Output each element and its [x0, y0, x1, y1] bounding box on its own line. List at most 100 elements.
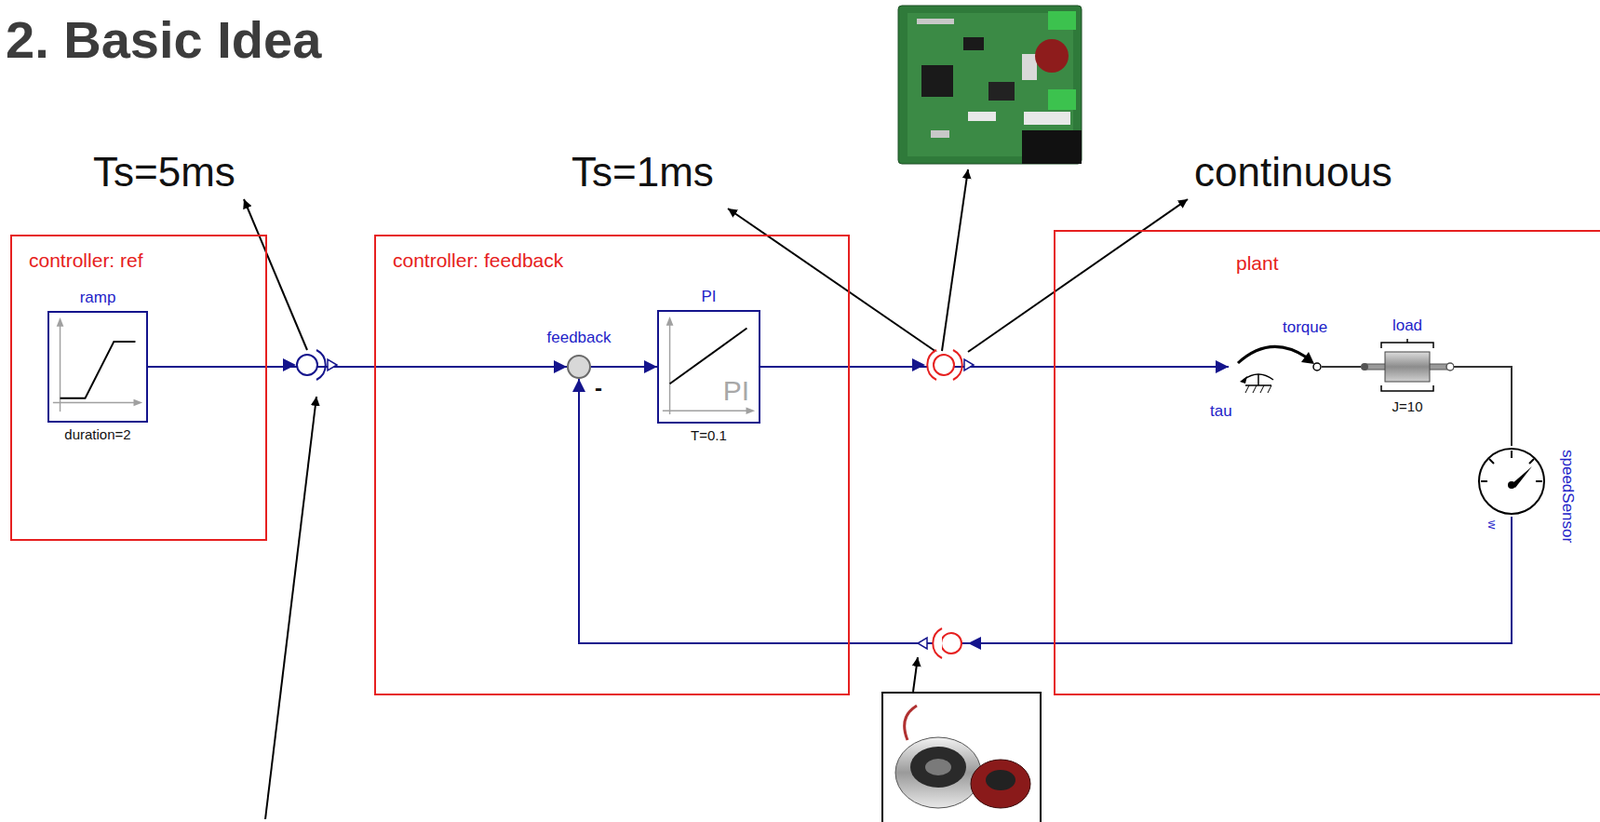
pi-block-art: [666, 316, 674, 326]
block-name: controller: ref: [28, 249, 144, 272]
illustration-part: [910, 746, 967, 788]
speed-sensor-art: [1510, 450, 1513, 458]
illustration-part: [895, 737, 982, 808]
torque-source-art: [1228, 338, 1322, 395]
illustration-part: [963, 37, 984, 51]
ramp-block-art: [56, 317, 65, 327]
illustration-part: [898, 5, 1082, 164]
signal-connector: [1321, 366, 1361, 368]
block-parameter: PI: [723, 375, 750, 408]
illustration-part: [968, 636, 982, 650]
illustration-part: [1048, 89, 1076, 110]
illustration-part: [912, 358, 926, 372]
illustration-part: [985, 769, 1016, 791]
sample-coupling: [912, 349, 974, 380]
illustration-part: [964, 359, 974, 371]
block-name: controller: feedback: [392, 249, 564, 272]
illustration-part: [282, 358, 296, 372]
connector-line: [1453, 366, 1512, 446]
block-parameter: T=0.1: [690, 427, 727, 444]
illustration-part: [1023, 111, 1071, 125]
torque-source-art: [1267, 385, 1272, 393]
illustration-part: [1048, 11, 1076, 30]
ramp-block-art: [53, 402, 136, 404]
torque-source-art: [1301, 351, 1315, 364]
illustration-part: [316, 349, 326, 380]
arrow-head: [644, 360, 658, 374]
connector-line: [760, 365, 1229, 368]
signal-connector: [1453, 366, 1512, 446]
arrow-head: [572, 378, 586, 392]
illustration-part: [1035, 39, 1069, 73]
torque-source-art: [1239, 376, 1248, 384]
block-parameter: w: [1484, 520, 1499, 529]
torque-source-art: [1260, 385, 1264, 393]
block-name: load: [1392, 316, 1423, 336]
speed-sensor-art: [1478, 448, 1545, 514]
subsystem-box: controller: feedbackfeedback-PIPIT=0.1: [374, 234, 850, 696]
illustration-part: [1021, 130, 1082, 164]
speed-sensor-art: [1480, 480, 1488, 483]
block-name: torque: [1282, 318, 1328, 337]
block-parameter: tau: [1210, 402, 1233, 421]
arrow-head: [553, 360, 567, 374]
speed-sensor-art: [1476, 445, 1547, 517]
illustration-part: [296, 354, 318, 376]
pi-block: PIPIT=0.1: [657, 309, 761, 424]
speed-sensor-art: [1489, 458, 1494, 464]
ramp-block: rampduration=2: [47, 310, 148, 423]
illustration-part: [921, 65, 954, 97]
ramp-block-art: [134, 399, 144, 407]
speed-sensor-art: [1535, 480, 1543, 483]
signal-connector: [760, 360, 1229, 374]
illustration-part: [953, 349, 963, 380]
sample-time-label: Ts=1ms: [571, 148, 714, 197]
illustration-part: [941, 632, 962, 654]
sample-time-label: Ts=5ms: [93, 148, 236, 197]
arrow-head: [1215, 360, 1229, 374]
pi-block-art: [669, 324, 671, 415]
torque-source-art: [1237, 346, 1307, 364]
inertia-load-art: [1406, 338, 1409, 343]
illustration-part: [932, 628, 942, 659]
illustration-part: [265, 396, 317, 820]
torque-source-art: [1252, 385, 1257, 393]
block-parameter: duration=2: [64, 426, 131, 443]
block-name: speedSensor: [1558, 449, 1577, 543]
sum-block: feedback-: [566, 354, 592, 379]
illustration-part: [904, 705, 917, 740]
illustration-part: [933, 354, 955, 376]
torque-source-art: [1313, 363, 1321, 371]
block-name: ramp: [80, 288, 117, 308]
speed-sensor-art: [1529, 458, 1534, 464]
inertia-load-art: [1446, 363, 1454, 371]
speed-sensor-art: [1507, 481, 1516, 489]
illustration-part: [916, 18, 955, 25]
illustration-part: [968, 111, 996, 122]
illustration-part: [882, 692, 1041, 822]
subsystem-box: planttorquetauloadJ=10speedSensorw: [1053, 229, 1600, 696]
illustration-part: [913, 657, 918, 692]
circuit-board-illustration: [898, 5, 1082, 164]
sample-time-label: continuous: [1194, 148, 1393, 197]
torque-source-art: [1245, 385, 1250, 393]
pi-block-art: [746, 406, 756, 415]
illustration-part: [988, 81, 1015, 101]
illustration-part: [941, 169, 969, 351]
inertia-load-art: [1384, 351, 1430, 382]
illustration-part: [243, 199, 308, 350]
inertia-load-art: [1360, 363, 1369, 371]
connector-line: [147, 365, 567, 368]
sample-coupling: [282, 349, 337, 380]
block-name: plant: [1236, 252, 1279, 275]
block-name: PI: [700, 287, 716, 307]
illustration-part: [917, 637, 928, 649]
illustration-part: [1021, 53, 1037, 81]
inertia-load-art: [1360, 338, 1454, 395]
inertia-load-art: [1381, 385, 1434, 391]
encoder-illustration: [882, 692, 1041, 822]
inertia-load-art: [1381, 342, 1434, 349]
block-parameter: -: [594, 375, 603, 402]
ramp-block-art: [60, 341, 136, 399]
illustration-part: [970, 759, 1031, 808]
